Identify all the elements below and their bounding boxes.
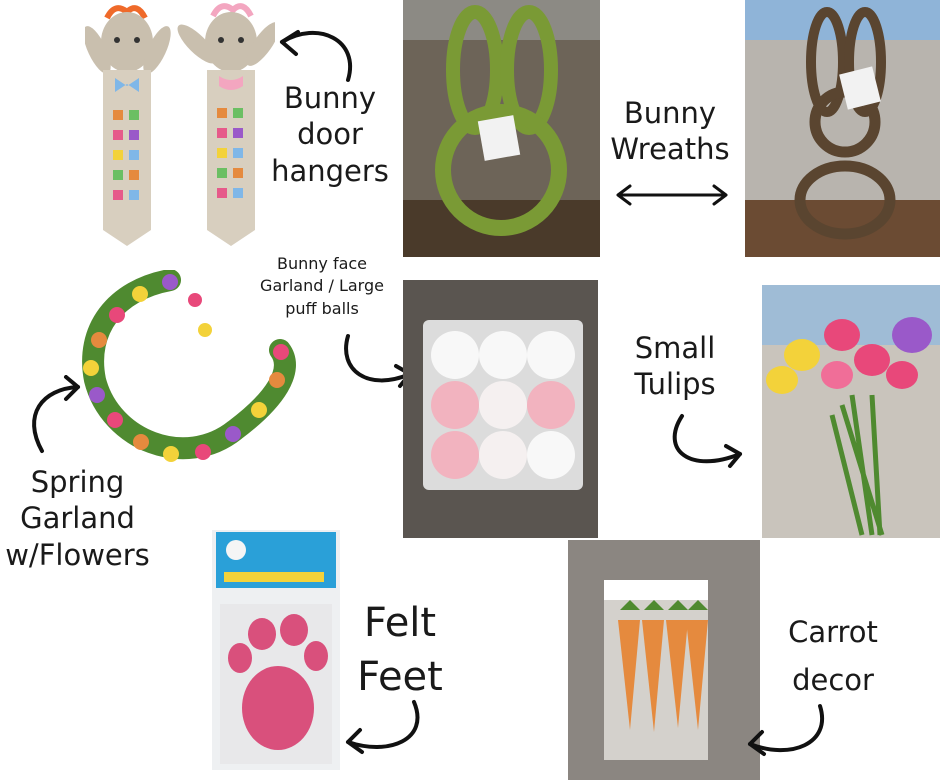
- tulips-arrow: [672, 414, 742, 468]
- door-hangers-image: [85, 0, 275, 250]
- door-hanger-2: [177, 3, 275, 246]
- bunny-face-garland-label: Bunny face Garland / Large puff balls: [260, 254, 384, 318]
- green-bunny-wreath-photo: [403, 0, 600, 257]
- spring-garland-label: Spring Garland w/Flowers: [5, 465, 150, 572]
- door-hangers-arrow: [280, 30, 352, 82]
- carrot-decor-arrow: [748, 704, 824, 756]
- felt-feet-arrow: [346, 700, 420, 754]
- small-tulips-label: Small Tulips: [634, 331, 716, 402]
- tulips-photo: [762, 285, 940, 538]
- wreaths-double-arrow: [616, 184, 728, 206]
- carrot-decor-label: Carrot decor: [788, 615, 878, 698]
- spring-garland-arrow: [32, 375, 80, 453]
- puff-balls-photo: [403, 280, 598, 538]
- carrot-decor-photo: [568, 540, 760, 780]
- felt-feet-image: [212, 530, 340, 770]
- spring-garland-image: [55, 270, 310, 485]
- bunny-wreaths-label: Bunny Wreaths: [610, 96, 730, 167]
- door-hangers-label: Bunny door hangers: [271, 81, 389, 188]
- brown-bunny-wreath-photo: [745, 0, 940, 257]
- felt-feet-label: Felt Feet: [357, 600, 443, 700]
- door-hanger-1: [85, 5, 171, 246]
